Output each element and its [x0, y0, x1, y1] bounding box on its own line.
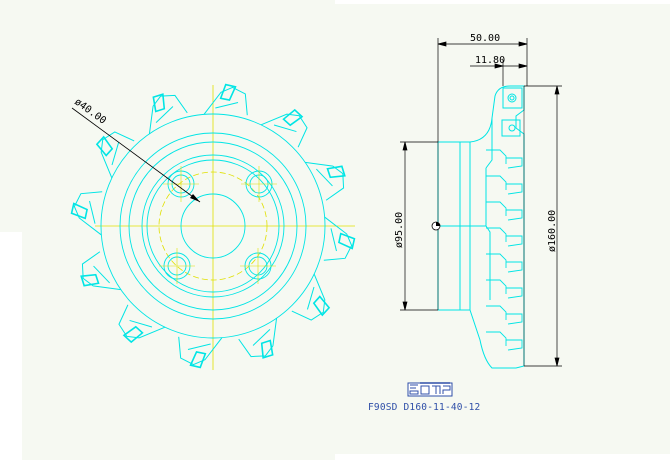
tooth-outline — [73, 191, 103, 236]
front-centerlines — [95, 85, 355, 370]
tooth-insert — [338, 232, 356, 250]
bolt-hole-centerlines — [159, 166, 277, 284]
front-view: ø40.00 — [70, 83, 356, 370]
tooth-insert — [260, 339, 274, 359]
side-body-outline — [437, 85, 525, 369]
front-body-circles — [100, 113, 326, 339]
cutter-teeth — [70, 83, 356, 369]
body-diameter-label: ø95.00 — [394, 212, 405, 248]
tooth-insert — [189, 351, 207, 369]
tooth-relief — [273, 124, 297, 133]
side-pocket — [486, 227, 523, 247]
side-pocket — [486, 305, 523, 325]
tooth-outline — [100, 131, 135, 179]
side-pocket — [486, 253, 523, 273]
tooth-outline — [178, 336, 223, 366]
dim-body-diameter — [400, 141, 438, 311]
tooth-relief — [111, 142, 120, 166]
tooth-insert — [282, 108, 304, 127]
side-pocket — [486, 279, 523, 299]
tooth-relief — [187, 343, 211, 350]
tooth-outline — [305, 161, 345, 201]
part-number-label: F90SD D160-11-40-12 — [368, 402, 481, 413]
cutter-diameter-label: ø160.00 — [547, 210, 558, 252]
tooth-insert — [70, 202, 88, 220]
side-insert-pockets — [486, 149, 523, 351]
tooth-relief — [155, 106, 174, 124]
side-view: 50.00 11.80 ø95.00 — [394, 33, 562, 369]
tooth-relief — [215, 102, 239, 109]
tooth-relief — [93, 265, 111, 284]
side-pocket — [486, 201, 523, 221]
side-pocket — [486, 331, 523, 351]
tooth-outline — [203, 86, 248, 116]
brand-logo — [407, 382, 453, 397]
tooth-relief — [129, 319, 153, 328]
tooth-outline — [118, 304, 166, 339]
canvas-edge-top — [335, 0, 670, 4]
tooth-relief — [252, 328, 271, 346]
tooth-insert — [95, 135, 114, 157]
tooth-insert — [152, 93, 166, 113]
tooth-insert — [80, 273, 100, 287]
tooth-outline — [238, 318, 278, 358]
dim-width — [437, 38, 528, 142]
insert-height-label: 11.80 — [475, 55, 505, 66]
tooth-relief — [330, 228, 337, 252]
side-pocket — [486, 149, 523, 169]
tooth-outline — [260, 113, 308, 148]
tooth-relief — [89, 200, 96, 224]
dim-insert-height — [470, 60, 528, 86]
tooth-outline — [323, 216, 353, 261]
canvas-edge-bottom — [335, 454, 670, 460]
tooth-outline — [291, 273, 326, 321]
tooth-insert — [312, 295, 331, 317]
tooth-outline — [81, 251, 121, 291]
width-label: 50.00 — [470, 33, 500, 44]
tooth-insert — [326, 165, 346, 179]
tooth-relief — [315, 168, 333, 187]
tooth-relief — [306, 286, 315, 310]
side-pocket — [486, 175, 523, 195]
dim-cutter-diameter — [524, 85, 562, 367]
tooth-outline — [148, 94, 188, 134]
hub-center — [431, 221, 441, 231]
canvas-edge-left — [0, 232, 22, 460]
tooth-insert — [122, 325, 144, 344]
tooth-insert — [219, 83, 237, 101]
bore-diameter-label: ø40.00 — [72, 97, 108, 127]
